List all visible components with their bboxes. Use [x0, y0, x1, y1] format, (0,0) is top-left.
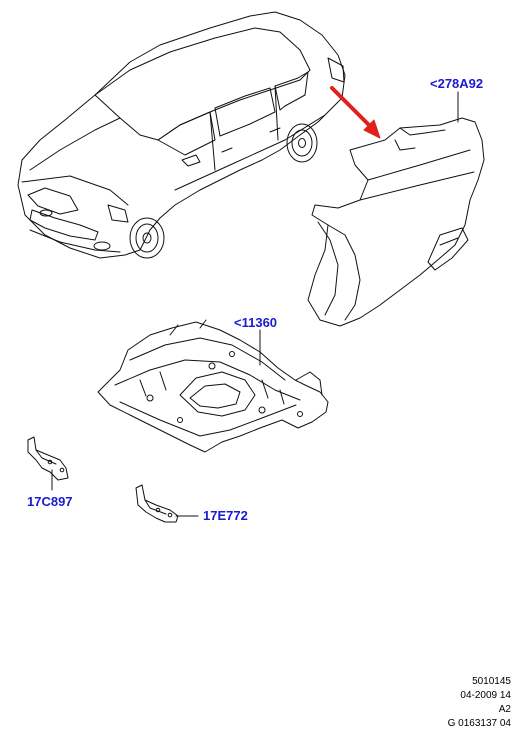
reference-code: 5010145: [472, 676, 511, 687]
label-quarter-panel[interactable]: <278A92: [430, 76, 484, 91]
direction-arrow: [330, 86, 381, 139]
label-bracket-17e772[interactable]: 17E772: [203, 508, 248, 523]
floor-pan-part[interactable]: [97, 319, 329, 453]
reference-date: 04-2009 14: [460, 690, 511, 701]
leader-lines: [51, 91, 459, 517]
bracket-17c897-part[interactable]: [27, 436, 69, 481]
reference-block: 5010145 04-2009 14 A2 G 0163137 04: [448, 675, 511, 731]
label-bracket-17c897[interactable]: 17C897: [27, 494, 73, 509]
quarter-panel-part[interactable]: [307, 117, 485, 327]
reference-id: G 0163137 04: [447, 718, 511, 729]
label-floor-pan[interactable]: <11360: [234, 315, 278, 330]
car-illustration: [17, 11, 346, 259]
reference-rev: A2: [498, 704, 511, 715]
bracket-17e772-part[interactable]: [135, 484, 179, 523]
